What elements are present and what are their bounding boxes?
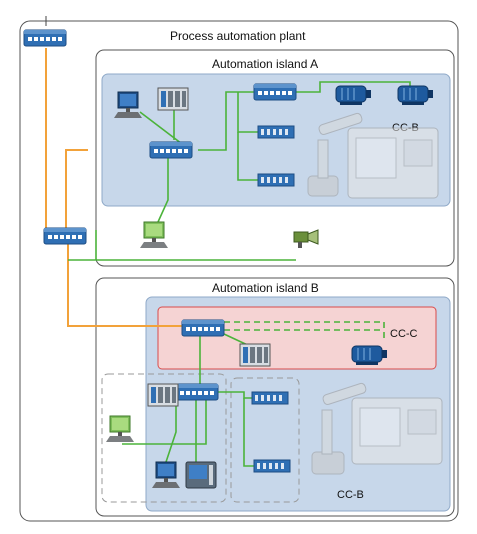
plc-icon xyxy=(157,87,189,111)
hmi-icon xyxy=(185,461,217,489)
plc-icon xyxy=(239,343,271,367)
pc-icon xyxy=(151,461,181,489)
island-b-title: Automation island B xyxy=(212,281,319,295)
pc-icon xyxy=(139,221,169,249)
switch-icon xyxy=(43,227,87,245)
pc-icon xyxy=(113,91,143,119)
island-b-cc-b-label: CC-B xyxy=(337,489,364,501)
switch-icon xyxy=(23,29,67,47)
plc-icon xyxy=(147,383,179,407)
industrial-ethernet-lines xyxy=(45,48,184,327)
island-b-cc-c-label: CC-C xyxy=(390,328,418,340)
switch-icon xyxy=(175,383,219,401)
robot-icon xyxy=(311,382,367,475)
io-device-icon xyxy=(251,391,289,405)
profinet-dashed-lines xyxy=(224,321,385,340)
pc-icon xyxy=(105,415,135,443)
io-device-icon xyxy=(253,459,291,473)
island-a-title: Automation island A xyxy=(212,57,318,71)
plant-title: Process automation plant xyxy=(170,29,306,43)
dashed-group-right xyxy=(230,377,300,503)
switch-icon xyxy=(181,319,225,337)
dashed-group-left xyxy=(101,373,227,503)
robot-icon xyxy=(307,112,363,197)
camera-icon xyxy=(293,229,319,248)
io-device-icon xyxy=(257,173,295,187)
switch-icon xyxy=(149,141,193,159)
machine-icon xyxy=(347,127,439,199)
machine-icon xyxy=(351,397,443,465)
io-device-icon xyxy=(257,125,295,139)
switch-icon xyxy=(253,83,297,101)
